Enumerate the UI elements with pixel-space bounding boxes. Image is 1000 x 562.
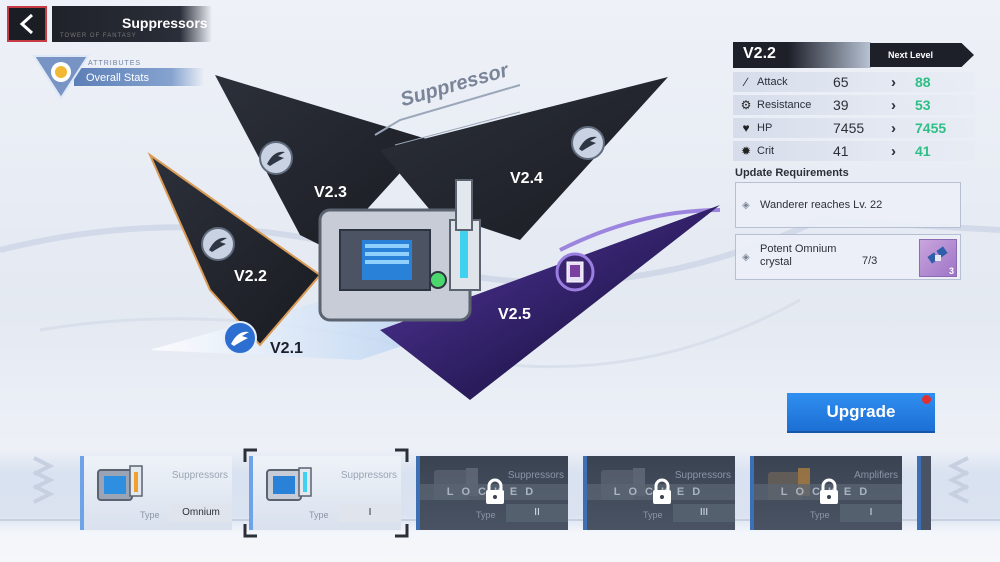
stat-name: Resistance — [757, 99, 812, 111]
card-type-label: Type — [643, 510, 663, 520]
stat-current: 39 — [833, 97, 849, 113]
chevron-right-icon: › — [891, 120, 896, 137]
card-type-value: Omnium — [170, 504, 232, 522]
card-category: Amplifiers — [854, 470, 898, 481]
back-arrow-icon — [19, 13, 34, 35]
attributes-bar — [74, 68, 204, 86]
title-bar: Suppressors TOWER OF FANTASY — [52, 6, 212, 42]
module-card-locked[interactable]: Suppressors LOCKED Type II — [416, 456, 568, 530]
chevron-right-icon: › — [891, 97, 896, 114]
stat-row-attack: ∕ Attack 65 › 88 — [733, 72, 975, 92]
v25-panel — [380, 205, 720, 400]
requirement-text-line2: crystal — [760, 256, 792, 268]
stat-current: 7455 — [833, 120, 865, 136]
v22-node-icon[interactable] — [200, 226, 236, 262]
v23-panel — [215, 75, 430, 250]
current-level: V2.2 — [733, 42, 871, 68]
lock-icon — [486, 478, 504, 504]
stat-next: 88 — [915, 74, 931, 90]
requirement-count: 7/3 — [862, 255, 878, 267]
resistance-icon: ⚙ — [740, 98, 752, 112]
requirement-text: Potent Omnium — [760, 243, 837, 255]
overall-stats-label: Overall Stats — [86, 72, 149, 84]
stat-next: 53 — [915, 97, 931, 113]
module-card-locked[interactable]: Amplifiers LOCKED Type I — [750, 456, 902, 530]
card-type-value: I — [840, 504, 902, 522]
requirement-level: ◈ Wanderer reaches Lv. 22 — [735, 182, 961, 228]
v25-node-icon[interactable] — [555, 252, 595, 292]
diamond-icon: ◈ — [742, 200, 750, 211]
requirements-title: Update Requirements — [735, 167, 849, 179]
page-title: Suppressors — [122, 15, 208, 31]
scroll-right-icon[interactable] — [946, 452, 974, 512]
stat-name: Attack — [757, 76, 788, 88]
chevron-right-icon: › — [891, 74, 896, 91]
v23-node-icon[interactable] — [258, 140, 294, 176]
requirement-text: Wanderer reaches Lv. 22 — [760, 199, 883, 211]
stat-current: 65 — [833, 74, 849, 90]
satellite-icon — [927, 246, 948, 264]
attributes-icon — [32, 55, 90, 100]
stat-name: HP — [757, 122, 773, 134]
notification-dot — [922, 395, 931, 404]
stat-name: Crit — [757, 145, 775, 157]
back-button[interactable] — [7, 6, 47, 42]
module-card-partial[interactable] — [917, 456, 931, 530]
v21-node-icon[interactable] — [222, 320, 258, 356]
v24-label: V2.4 — [510, 170, 543, 187]
omnium-module-icon — [97, 465, 143, 501]
level-bar: V2.2 Next Level — [733, 42, 975, 68]
stat-row-crit: ✹ Crit 41 › 41 — [733, 141, 975, 161]
v22-panel — [147, 152, 322, 347]
v22-label: V2.2 — [234, 268, 267, 285]
card-category: Suppressors — [171, 470, 228, 481]
item-quantity: 3 — [948, 266, 954, 276]
selection-frame — [243, 448, 409, 538]
stat-row-hp: ♥ HP 7455 › 7455 — [733, 118, 975, 138]
card-type-label: Type — [309, 510, 329, 520]
card-category: Suppressors — [507, 470, 564, 481]
card-type-value: II — [506, 504, 568, 522]
v24-node-icon[interactable] — [570, 125, 606, 161]
lock-icon — [820, 478, 838, 504]
stat-next: 7455 — [915, 120, 947, 136]
requirement-crystal: ◈ Potent Omnium crystal 7/3 3 — [735, 234, 961, 280]
stat-current: 41 — [833, 143, 849, 159]
card-type-label: Type — [810, 510, 830, 520]
card-type-value: III — [673, 504, 735, 522]
diamond-icon: ◈ — [742, 252, 750, 263]
game-logo-text: TOWER OF FANTASY — [60, 33, 137, 39]
attributes-label: ATTRIBUTES — [88, 60, 142, 67]
lock-icon — [653, 478, 671, 504]
card-type-label: Type — [140, 510, 160, 520]
overall-stats-button[interactable] — [30, 50, 204, 100]
module-card[interactable]: Suppressors Type Omnium — [80, 456, 232, 530]
v21-label: V2.1 — [270, 340, 303, 357]
module-card[interactable]: Suppressors Type I — [249, 456, 401, 530]
suppressor-device — [318, 179, 481, 322]
omnium-crystal-item[interactable]: 3 — [919, 239, 957, 277]
v23-label: V2.3 — [314, 184, 347, 201]
crit-icon: ✹ — [740, 144, 752, 158]
suppressor-module-icon — [266, 467, 312, 501]
module-card-locked[interactable]: Suppressors LOCKED Type III — [583, 456, 735, 530]
v25-label: V2.5 — [498, 306, 531, 323]
card-category: Suppressors — [674, 470, 731, 481]
upgrade-label: Upgrade — [826, 402, 896, 421]
attack-icon: ∕ — [744, 75, 747, 89]
v24-panel — [380, 77, 668, 240]
stat-row-resistance: ⚙ Resistance 39 › 53 — [733, 95, 975, 115]
card-type-value: I — [339, 504, 401, 522]
stat-next: 41 — [915, 143, 931, 159]
hp-icon: ♥ — [742, 121, 750, 135]
card-category: Suppressors — [340, 470, 397, 481]
upgrade-button[interactable]: Upgrade — [787, 393, 935, 431]
card-type-label: Type — [476, 510, 496, 520]
chevron-right-icon: › — [891, 143, 896, 160]
scroll-left-icon[interactable] — [28, 452, 56, 512]
next-level-tab[interactable]: Next Level — [870, 43, 974, 67]
